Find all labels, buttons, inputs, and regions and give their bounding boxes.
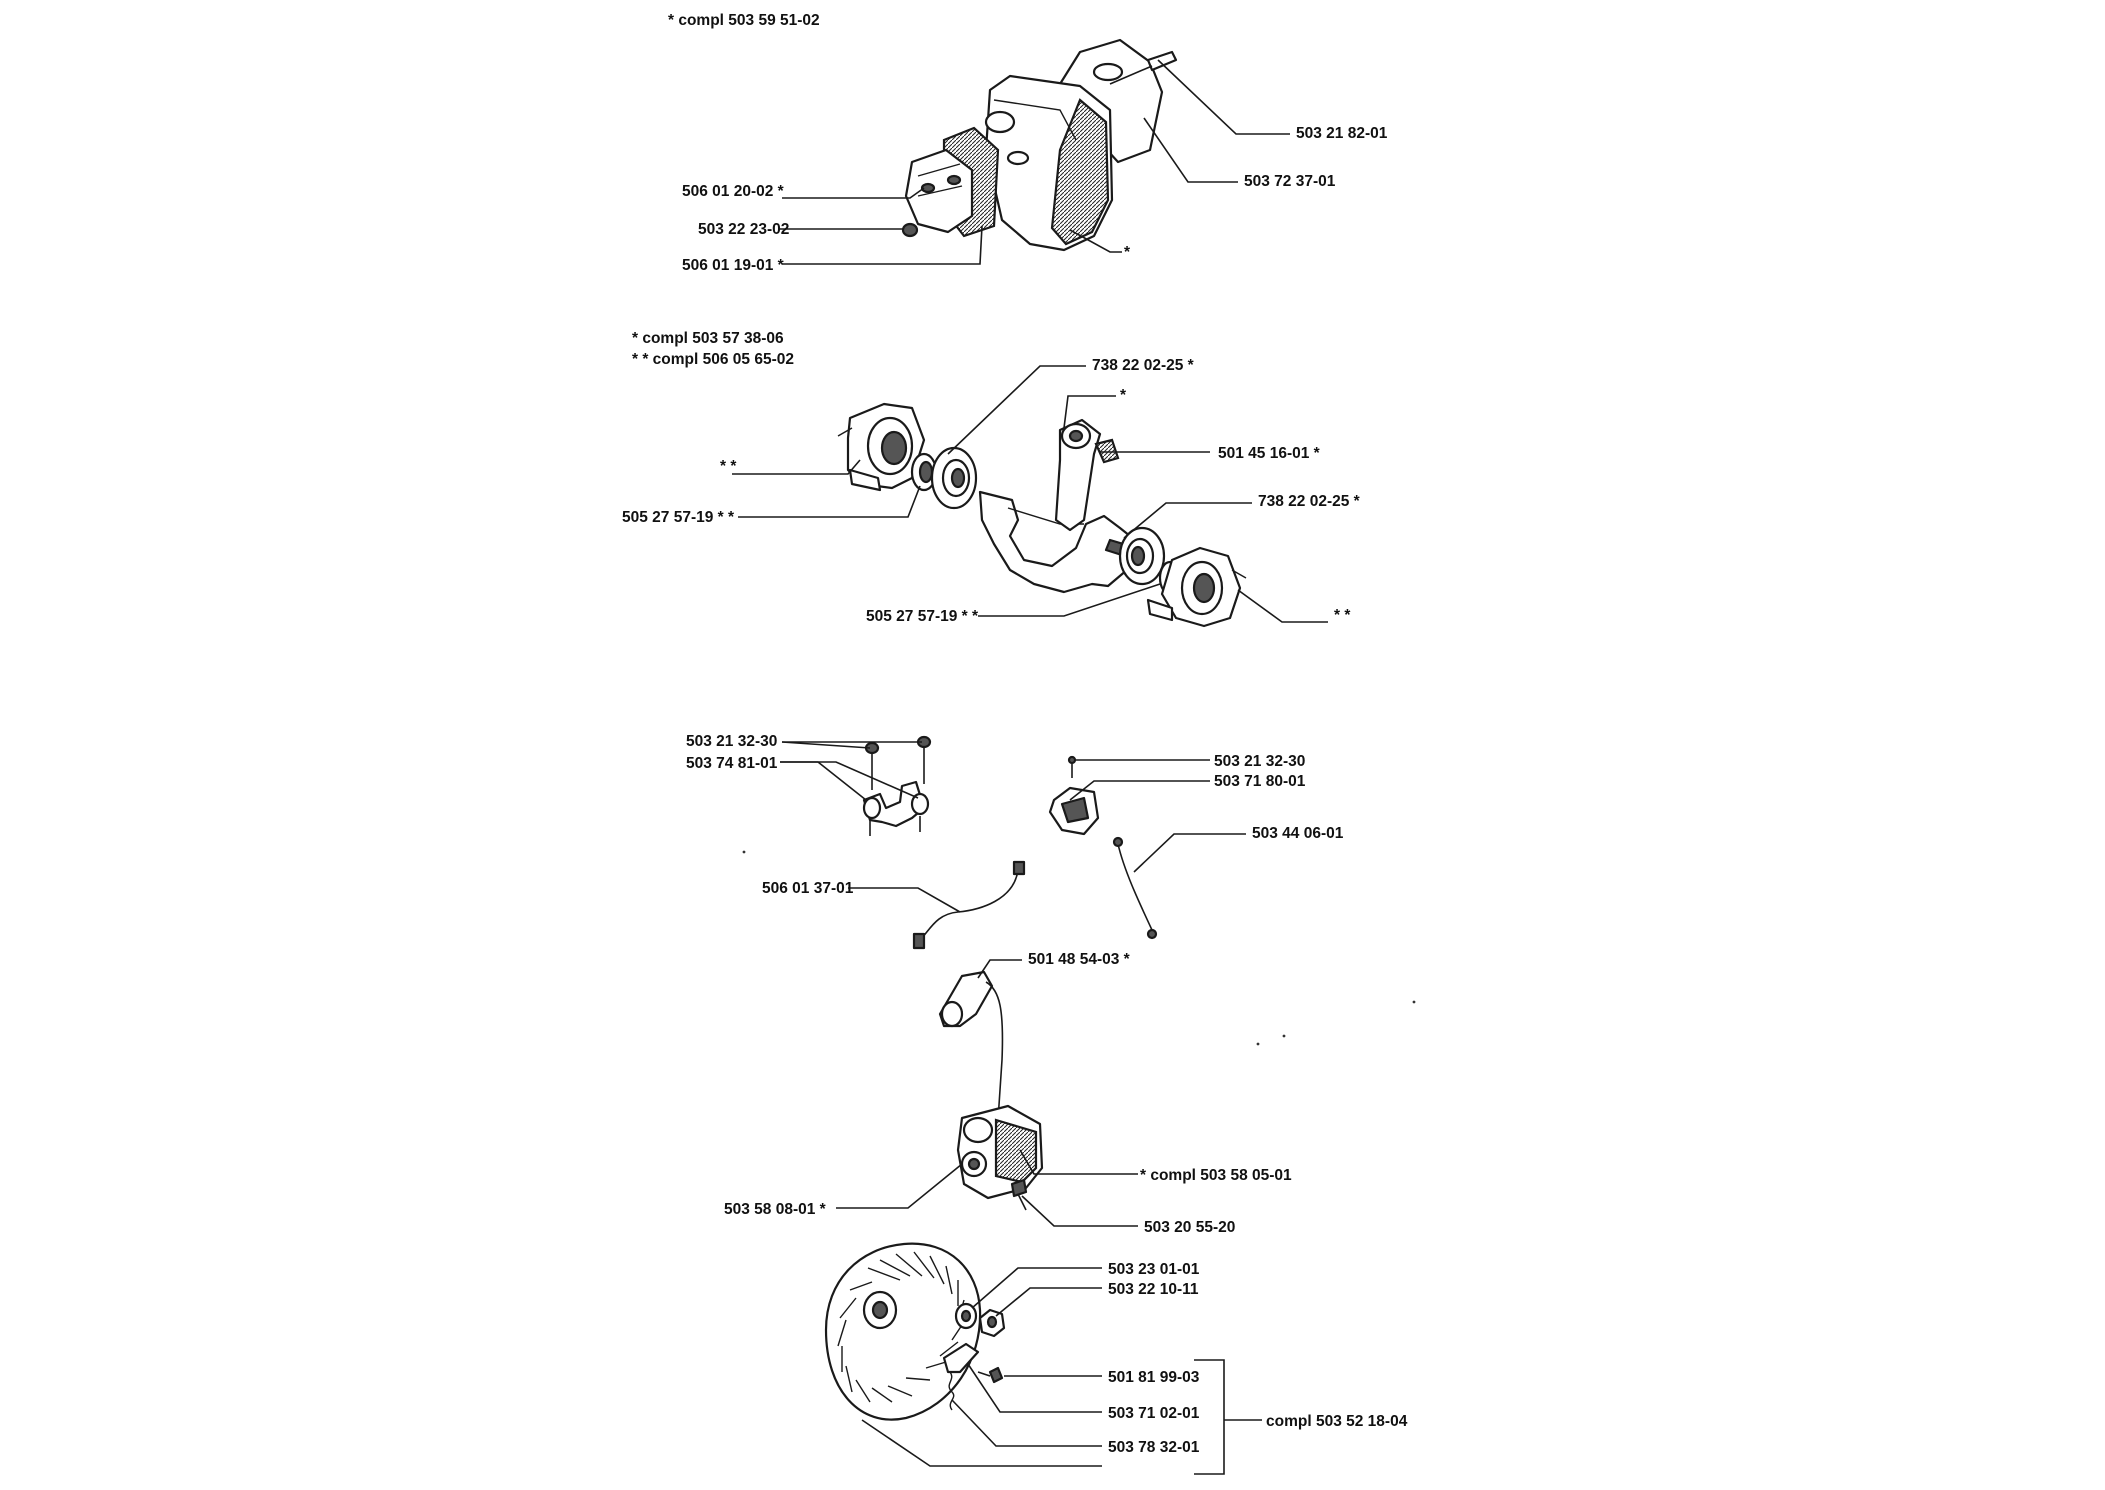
flywheel-section: 503 23 01-01 503 22 10-11 501 81 99-03 5… bbox=[824, 1242, 1408, 1475]
ignition-switch-drawing bbox=[742, 735, 1158, 950]
callout-503-23-01-01: 503 23 01-01 bbox=[1108, 1261, 1200, 1278]
callout-muffler-body: * bbox=[1124, 244, 1131, 261]
callout-501-45-16-01: 501 45 16-01 * bbox=[1218, 445, 1321, 462]
crankshaft-compl-note-1: * compl 503 57 38-06 bbox=[632, 330, 784, 347]
starter-pawl bbox=[942, 1342, 980, 1374]
callout-501-81-99-03: 501 81 99-03 bbox=[1108, 1369, 1200, 1386]
flywheel-drawing bbox=[824, 1242, 1006, 1421]
ignition-module-drawing bbox=[938, 970, 1416, 1211]
switch-screw-small bbox=[1067, 755, 1077, 765]
callout-503-22-23-02: 503 22 23-02 bbox=[698, 221, 789, 238]
crankshaft-drawing bbox=[837, 402, 1247, 628]
callout-506-01-20-02: 506 01 20-02 * bbox=[682, 183, 785, 200]
callout-503-21-32-30-left: 503 21 32-30 bbox=[686, 733, 777, 750]
callout-503-74-81-01: 503 74 81-01 bbox=[686, 755, 778, 772]
muffler-compl-note: * compl 503 59 51-02 bbox=[668, 12, 820, 29]
callout-505-27-57-19-right: 505 27 57-19 * * bbox=[866, 608, 979, 625]
callout-503-78-32-01: 503 78 32-01 bbox=[1108, 1439, 1200, 1456]
gasket-hole bbox=[1092, 62, 1124, 82]
callout-503-71-80-01: 503 71 80-01 bbox=[1214, 773, 1306, 790]
muffler-section: * compl 503 59 51-02 bbox=[668, 12, 1388, 274]
connecting-rod bbox=[1054, 418, 1102, 532]
callout-506-01-19-01: 506 01 19-01 * bbox=[682, 257, 785, 274]
callout-505-27-57-19-left: 505 27 57-19 * * bbox=[622, 509, 735, 526]
callout-connecting-rod: * bbox=[1120, 387, 1127, 404]
pawl-screw bbox=[988, 1366, 1004, 1384]
callout-738-22-02-25-top: 738 22 02-25 * bbox=[1092, 357, 1195, 374]
callout-501-48-54-03: 501 48 54-03 * bbox=[1028, 951, 1131, 968]
pawl-spring bbox=[948, 1371, 955, 1411]
callout-503-44-06-01: 503 44 06-01 bbox=[1252, 825, 1344, 842]
crankshaft-compl-note-2: * * compl 506 05 65-02 bbox=[632, 351, 794, 368]
crankshaft-section: * compl 503 57 38-06 * * compl 506 05 65… bbox=[622, 330, 1361, 628]
muffler-screw bbox=[901, 222, 919, 238]
callout-506-01-37-01: 506 01 37-01 bbox=[762, 880, 854, 897]
callout-503-21-32-30-right: 503 21 32-30 bbox=[1214, 753, 1305, 770]
callout-left-housing: * * bbox=[720, 458, 737, 475]
muffler-drawing bbox=[901, 38, 1178, 252]
callout-right-housing: * * bbox=[1334, 607, 1351, 624]
ignition-switch-section: 503 21 32-30 503 74 81-01 503 21 32-30 5… bbox=[686, 733, 1344, 950]
callout-503-20-55-20: 503 20 55-20 bbox=[1144, 1219, 1235, 1236]
callout-503-72-37-01: 503 72 37-01 bbox=[1244, 173, 1336, 190]
callout-compl-503-58-05-01: * compl 503 58 05-01 bbox=[1140, 1167, 1292, 1184]
ignition-module-section: 501 48 54-03 * * compl 503 58 05-01 503 … bbox=[724, 951, 1416, 1236]
callout-503-21-82-01: 503 21 82-01 bbox=[1296, 125, 1388, 142]
flywheel bbox=[824, 1242, 982, 1421]
callout-738-22-02-25-right: 738 22 02-25 * bbox=[1258, 493, 1361, 510]
needle-bearing bbox=[1094, 438, 1120, 464]
callout-compl-503-52-18-04: compl 503 52 18-04 bbox=[1266, 1413, 1408, 1430]
module-screw bbox=[1010, 1178, 1028, 1198]
muffler-bolt bbox=[1146, 50, 1178, 72]
callout-503-22-10-11: 503 22 10-11 bbox=[1108, 1281, 1199, 1298]
callout-503-71-02-01: 503 71 02-01 bbox=[1108, 1405, 1200, 1422]
callout-503-58-08-01: 503 58 08-01 * bbox=[724, 1201, 827, 1218]
